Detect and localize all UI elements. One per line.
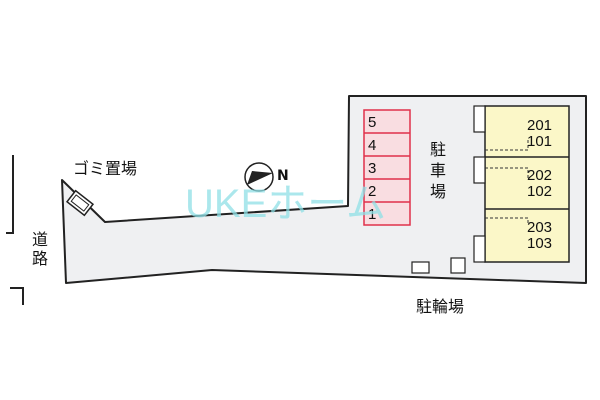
parking-label-1: 駐 bbox=[430, 140, 446, 159]
bike-parking bbox=[411, 257, 466, 274]
unit-102: 102 bbox=[527, 183, 552, 200]
unit-202: 202 bbox=[527, 167, 552, 184]
parking-space-2: 2 bbox=[368, 183, 376, 200]
road-edge-lines bbox=[6, 155, 24, 305]
watermark-text: UKEホーム bbox=[185, 182, 386, 226]
unit-203: 203 bbox=[527, 219, 552, 236]
unit-101: 101 bbox=[527, 133, 552, 150]
parking-space-4: 4 bbox=[368, 137, 376, 154]
parking-label-2: 車 bbox=[430, 161, 446, 180]
parking-space-3: 3 bbox=[368, 160, 376, 177]
unit-201: 201 bbox=[527, 117, 552, 134]
bike-parking-label: 駐輪場 bbox=[416, 297, 464, 316]
road-label-1: 道 bbox=[32, 230, 48, 249]
parking-label-3: 場 bbox=[430, 182, 446, 201]
unit-103: 103 bbox=[527, 235, 552, 252]
site-ground bbox=[61, 95, 587, 284]
parking-space-5: 5 bbox=[368, 114, 376, 131]
road-label-2: 路 bbox=[32, 249, 48, 268]
garbage-area bbox=[65, 189, 95, 217]
apartment-building bbox=[473, 105, 570, 263]
parking-lot bbox=[363, 109, 411, 226]
compass-icon bbox=[244, 162, 274, 192]
garbage-area-label: ゴミ置場 bbox=[73, 159, 137, 178]
north-label: N bbox=[277, 168, 289, 184]
parking-space-1: 1 bbox=[368, 206, 376, 223]
